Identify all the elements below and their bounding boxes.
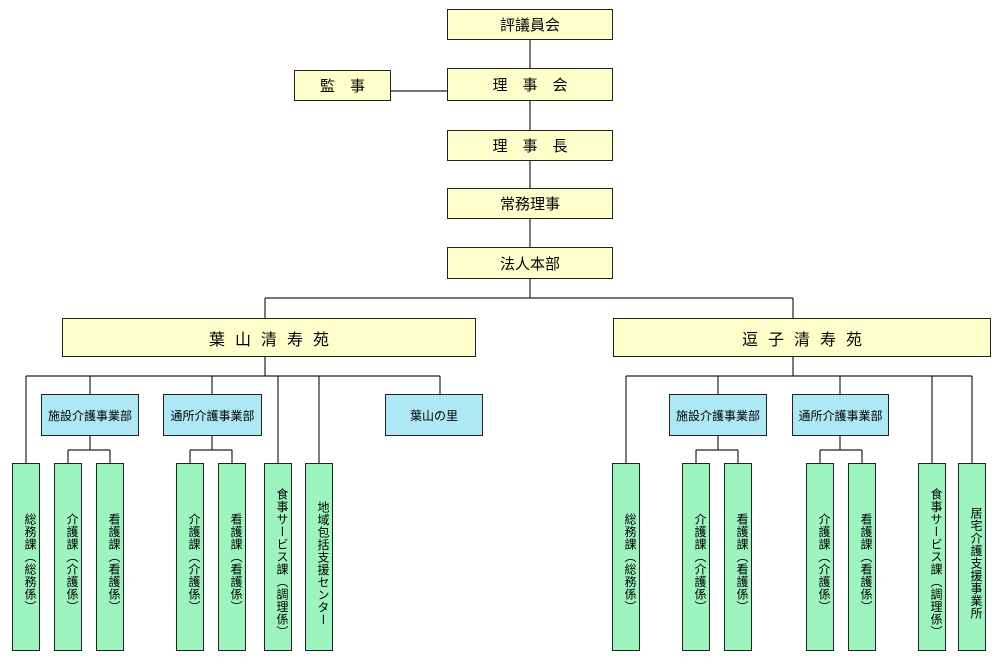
hayama-unit-care-daycare: 介護課（介護係） xyxy=(176,463,204,651)
zushi-unit-nursing-daycare: 看護課（看護係） xyxy=(848,463,876,651)
unit-label: 食事サービス課（調理係） xyxy=(275,488,289,638)
hayama-unit-food-service: 食事サービス課（調理係） xyxy=(264,463,292,651)
hayama-facility-box: 葉山清寿苑 xyxy=(62,318,476,357)
hayama-facility-care-division: 施設介護事業部 xyxy=(41,394,139,436)
zushi-unit-care-daycare: 介護課（介護係） xyxy=(806,463,834,651)
hayama-sato-label: 葉山の里 xyxy=(409,408,458,423)
unit-label: 介護課（介護係） xyxy=(693,513,707,613)
unit-label: 看護課（看護係） xyxy=(859,513,873,613)
hayama-unit-care-facility: 介護課（介護係） xyxy=(54,463,82,651)
unit-label: 食事サービス課（調理係） xyxy=(929,488,943,638)
zushi-daycare-division: 通所介護事業部 xyxy=(792,394,889,436)
zushi-facility-care-division: 施設介護事業部 xyxy=(669,394,767,436)
unit-label: 看護課（看護係） xyxy=(107,513,121,613)
zushi-unit-care-facility: 介護課（介護係） xyxy=(682,463,710,651)
headquarters-label: 法人本部 xyxy=(499,254,560,273)
board-label: 理 事 会 xyxy=(492,76,568,94)
zushi-unit-food-service: 食事サービス課（調理係） xyxy=(918,463,946,651)
hayama-facility-care-label: 施設介護事業部 xyxy=(47,408,132,423)
chairman-label: 理 事 長 xyxy=(492,137,568,155)
managing-director-box: 常務理事 xyxy=(447,188,613,219)
unit-label: 総務課（総務係） xyxy=(23,513,37,613)
council-label: 評議員会 xyxy=(499,16,560,34)
hayama-sato-box: 葉山の里 xyxy=(385,394,483,436)
hayama-facility-label: 葉山清寿苑 xyxy=(208,329,339,349)
zushi-unit-general-affairs: 総務課（総務係） xyxy=(612,463,640,651)
hayama-unit-nursing-facility: 看護課（看護係） xyxy=(96,463,124,651)
zushi-facility-label: 逗子清寿苑 xyxy=(741,329,872,349)
unit-label: 介護課（介護係） xyxy=(65,513,79,613)
zushi-daycare-label: 通所介護事業部 xyxy=(798,408,883,423)
headquarters-box: 法人本部 xyxy=(447,247,613,279)
unit-label: 看護課（看護係） xyxy=(229,513,243,613)
council-box: 評議員会 xyxy=(447,9,613,40)
hayama-daycare-division: 通所介護事業部 xyxy=(163,394,262,436)
auditor-box: 監 事 xyxy=(294,70,391,101)
unit-label: 居宅介護支援事業所 xyxy=(969,506,983,620)
unit-label: 介護課（介護係） xyxy=(187,513,201,613)
hayama-daycare-label: 通所介護事業部 xyxy=(170,408,255,423)
zushi-facility-care-label: 施設介護事業部 xyxy=(675,408,760,423)
zushi-unit-nursing-facility: 看護課（看護係） xyxy=(724,463,752,651)
zushi-unit-home-care-support-office: 居宅介護支援事業所 xyxy=(958,463,986,651)
unit-label: 介護課（介護係） xyxy=(817,513,831,613)
hayama-unit-community-support-center: 地域包括支援センター xyxy=(305,463,333,651)
hayama-unit-nursing-daycare: 看護課（看護係） xyxy=(218,463,246,651)
unit-label: 看護課（看護係） xyxy=(735,513,749,613)
zushi-facility-box: 逗子清寿苑 xyxy=(613,318,991,357)
unit-label: 地域包括支援センター xyxy=(316,500,330,626)
auditor-label: 監 事 xyxy=(319,77,365,95)
hayama-unit-general-affairs: 総務課（総務係） xyxy=(12,463,40,651)
chairman-box: 理 事 長 xyxy=(447,130,613,161)
managing-director-label: 常務理事 xyxy=(499,195,560,213)
unit-label: 総務課（総務係） xyxy=(623,513,637,613)
board-box: 理 事 会 xyxy=(447,68,613,101)
